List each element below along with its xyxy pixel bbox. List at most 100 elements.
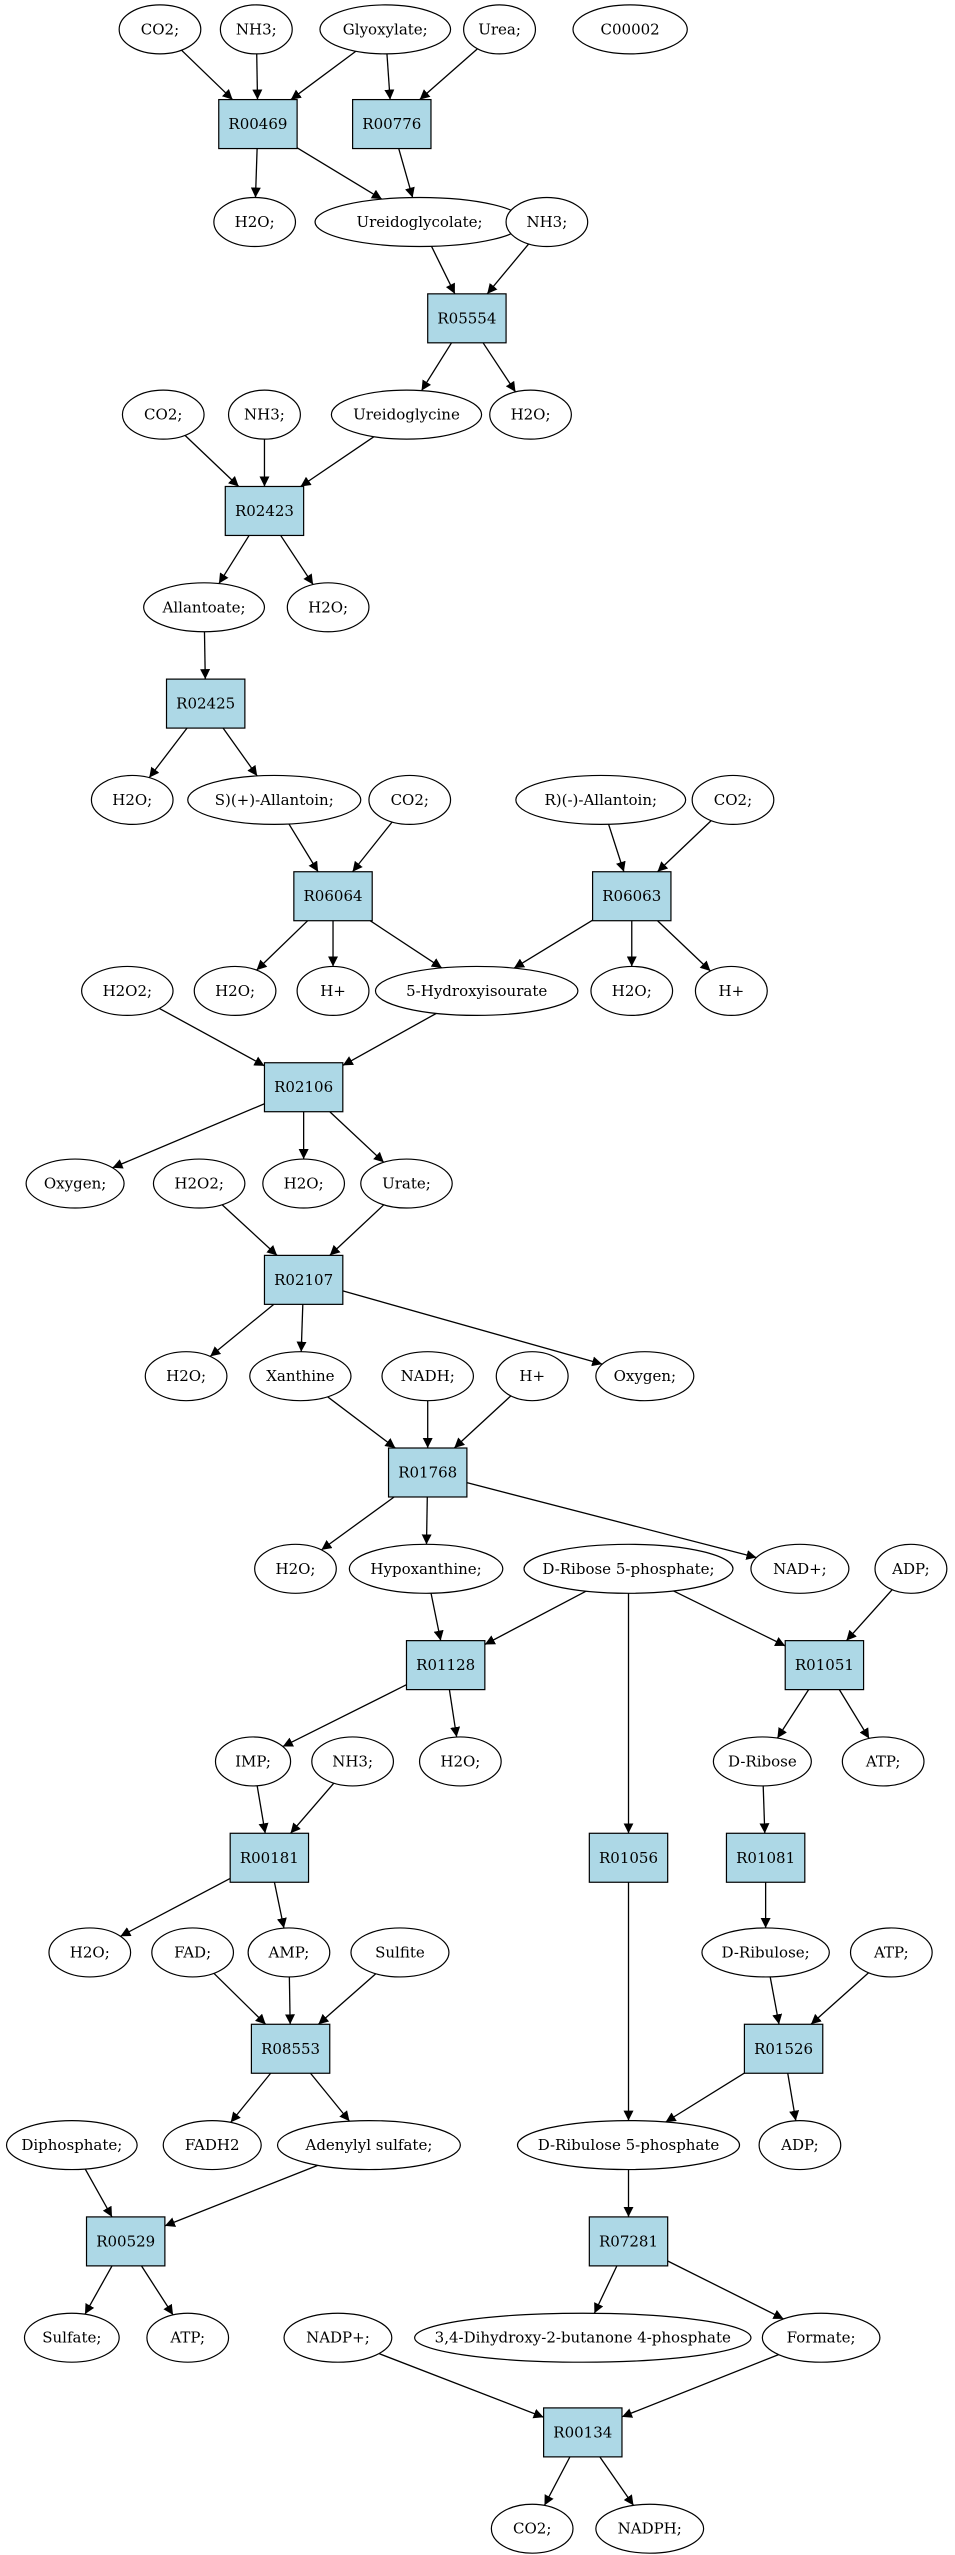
reaction-node: R02425 — [165, 678, 246, 729]
metabolite-node: H2O; — [48, 1927, 132, 1978]
metabolite-node: H2O; — [262, 1158, 346, 1209]
metabolite-node: C00002 — [572, 4, 688, 55]
edge-arrow — [667, 2260, 784, 2320]
metabolite-ellipse — [81, 965, 174, 1017]
edge-arrow — [810, 1972, 870, 2025]
reaction-node: R01526 — [743, 2023, 824, 2074]
metabolite-node: ATP; — [146, 2312, 230, 2363]
metabolite-node: H2O; — [213, 196, 297, 248]
node-label: Allantoate; — [162, 598, 246, 616]
node-label: R02423 — [235, 502, 294, 520]
metabolite-ellipse — [23, 2312, 120, 2363]
metabolite-node: NH3; — [311, 1736, 395, 1787]
metabolite-node: Allantoate; — [143, 582, 266, 633]
edge-arrow — [221, 1204, 278, 1256]
metabolite-ellipse — [590, 965, 674, 1017]
edge-arrow — [453, 1395, 512, 1449]
reaction-box — [229, 1832, 310, 1883]
reaction-box — [588, 1832, 669, 1883]
edge-arrow — [159, 1007, 265, 1067]
metabolite-ellipse — [360, 1158, 453, 1209]
metabolite-node: H2O; — [590, 965, 674, 1017]
node-label: CO2; — [513, 2520, 551, 2538]
node-label: H2O; — [70, 1943, 110, 1961]
reaction-node: R02107 — [263, 1254, 344, 1305]
reaction-box — [165, 678, 246, 729]
reaction-box — [784, 1640, 865, 1691]
edge-arrow — [657, 820, 712, 873]
metabolite-node: Formate; — [761, 2312, 881, 2363]
node-label: H2O; — [612, 982, 652, 1000]
reaction-node: R00529 — [85, 2216, 166, 2267]
edge-arrow — [290, 1782, 335, 1834]
metabolite-ellipse — [849, 1927, 933, 1978]
metabolite-ellipse — [283, 2312, 393, 2363]
edge-arrow — [665, 2072, 745, 2123]
edge-arrow — [280, 535, 314, 585]
node-label: ATP; — [865, 1752, 901, 1770]
reaction-node: R08553 — [250, 2023, 331, 2074]
reaction-box — [743, 2023, 824, 2074]
reaction-box — [588, 2216, 669, 2267]
metabolite-ellipse — [187, 774, 362, 826]
node-label: H2O; — [215, 982, 255, 1000]
reaction-node: R02106 — [263, 1062, 344, 1113]
metabolite-node: 3,4-Dihydroxy-2-butanone 4-phosphate — [414, 2312, 752, 2363]
metabolite-node: Hypoxanthine; — [348, 1543, 504, 1594]
edge-arrow — [148, 727, 188, 779]
metabolite-ellipse — [143, 582, 266, 633]
metabolite-node: CO2; — [121, 389, 205, 440]
node-label: NH3; — [236, 20, 277, 38]
edge-arrow — [252, 53, 263, 100]
edge-arrow — [256, 920, 309, 971]
metabolite-node: H2O; — [144, 1351, 228, 1402]
edge-arrow — [209, 1303, 275, 1357]
metabolite-ellipse — [374, 965, 579, 1017]
metabolite-ellipse — [296, 965, 370, 1017]
node-label: R00469 — [228, 115, 287, 133]
edge-arrow — [296, 1304, 307, 1352]
metabolite-node: ATP; — [849, 1927, 933, 1978]
edge-arrow — [342, 1290, 603, 1367]
node-label: C00002 — [601, 20, 660, 38]
metabolite-ellipse — [505, 196, 589, 248]
node-label: H+ — [519, 1367, 545, 1385]
node-label: H2O; — [284, 1175, 324, 1193]
node-label: H2O2; — [174, 1175, 224, 1193]
node-label: 5-Hydroxyisourate — [406, 982, 547, 1000]
node-label: CO2; — [141, 20, 179, 38]
node-label: NAD+; — [773, 1560, 827, 1578]
edge-arrow — [256, 1785, 269, 1834]
edge-arrow — [378, 2352, 544, 2419]
reaction-node: R01081 — [725, 1832, 806, 1883]
node-label: Adenylyl sulfate; — [304, 2136, 432, 2154]
edge-arrow — [657, 920, 711, 972]
node-label: CO2; — [144, 406, 182, 424]
node-label: Sulfite — [375, 1943, 425, 1961]
metabolite-ellipse — [418, 1736, 502, 1787]
edge-arrow — [282, 1684, 407, 1748]
node-label: NH3; — [526, 213, 567, 231]
edge-arrow — [466, 1482, 757, 1560]
reaction-box — [263, 1254, 344, 1305]
edge-arrow — [222, 727, 258, 777]
node-label: Ureidoglycolate; — [356, 213, 482, 231]
metabolite-ellipse — [213, 196, 297, 248]
edge-arrow — [321, 1496, 395, 1551]
reaction-box — [543, 2407, 623, 2458]
metabolite-node: H2O2; — [152, 1158, 246, 1209]
reaction-box — [224, 485, 305, 537]
node-label: D-Ribose 5-phosphate; — [542, 1560, 714, 1578]
metabolite-node: H2O; — [193, 965, 277, 1017]
node-label: H2O; — [440, 1752, 480, 1770]
metabolite-node: H2O; — [254, 1543, 337, 1594]
reaction-box — [725, 1832, 806, 1883]
metabolite-node: Diphosphate; — [5, 2119, 138, 2171]
node-label: H2O; — [112, 791, 152, 809]
metabolite-ellipse — [5, 2119, 138, 2171]
metabolite-ellipse — [758, 2119, 842, 2171]
metabolite-node: H2O; — [286, 582, 370, 633]
metabolite-ellipse — [227, 389, 301, 440]
edge-arrow — [184, 434, 240, 487]
